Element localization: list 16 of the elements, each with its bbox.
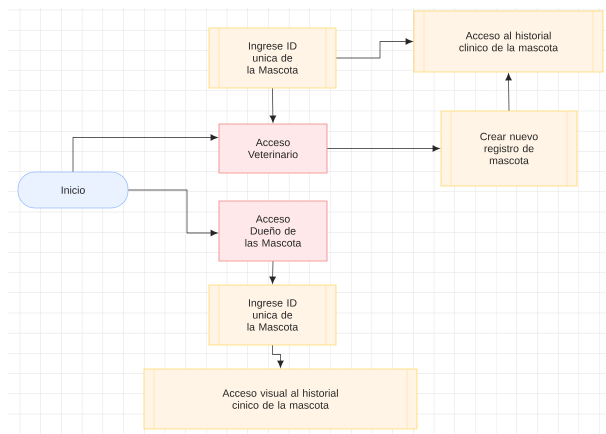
subprocess-box: Acceso visual al historial cinico de la mascota [144, 368, 418, 430]
process-box: Acceso Dueño de las Mascota [218, 200, 328, 262]
start-terminator: Inicio [18, 172, 128, 208]
subprocess-box: Crear nuevo registro de mascota [440, 110, 578, 186]
arrow [269, 261, 276, 284]
subprocess-box: Ingrese ID unica de la Mascota [208, 284, 336, 346]
arrow [336, 38, 413, 58]
process-box: Acceso Veterinario [218, 124, 328, 174]
arrow [128, 190, 218, 236]
arrow [72, 134, 218, 172]
subprocess-box: Ingrese ID unica de la Mascota [208, 28, 336, 88]
arrow [505, 73, 512, 111]
subprocess-box: Acceso al historial clinico de la mascota [414, 10, 604, 72]
arrow [272, 345, 284, 368]
arrow [327, 145, 440, 152]
arrow [270, 88, 276, 123]
